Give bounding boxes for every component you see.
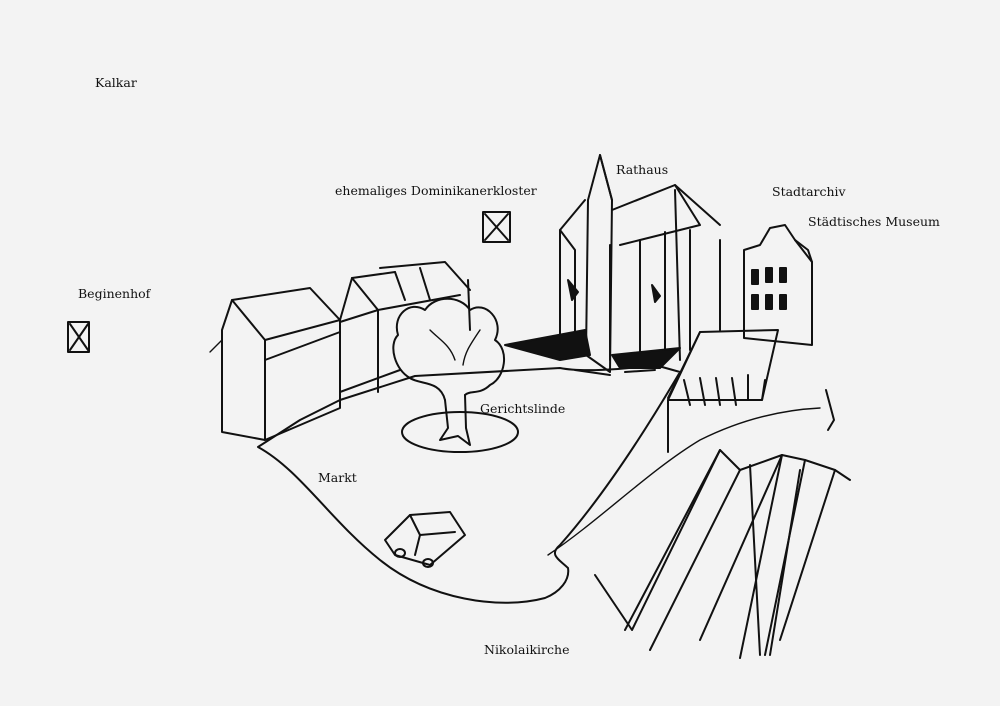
gerichtslinde-tree xyxy=(392,297,519,453)
label-kalkar: Kalkar xyxy=(95,75,137,90)
right-building-block xyxy=(667,329,835,453)
label-gerichtslinde: Gerichtslinde xyxy=(480,401,566,416)
label-dominikanerkloster: ehemaliges Dominikanerkloster xyxy=(335,183,537,198)
car xyxy=(384,511,466,568)
label-museum: Städtisches Museum xyxy=(808,214,940,229)
label-nikolaikirche: Nikolaikirche xyxy=(484,642,570,657)
nikolaikirche-roof xyxy=(594,449,851,659)
rathaus-buildings xyxy=(504,154,721,376)
label-markt: Markt xyxy=(318,470,357,485)
dominikanerkloster-marker xyxy=(482,211,511,243)
left-houses xyxy=(209,261,471,441)
stadtarchiv-museum-building xyxy=(743,224,813,346)
market-right-edge xyxy=(547,407,821,556)
label-beginenhof: Beginenhof xyxy=(78,286,151,301)
beginenhof-marker xyxy=(67,321,90,353)
label-stadtarchiv: Stadtarchiv xyxy=(772,184,846,199)
label-rathaus: Rathaus xyxy=(616,162,669,177)
